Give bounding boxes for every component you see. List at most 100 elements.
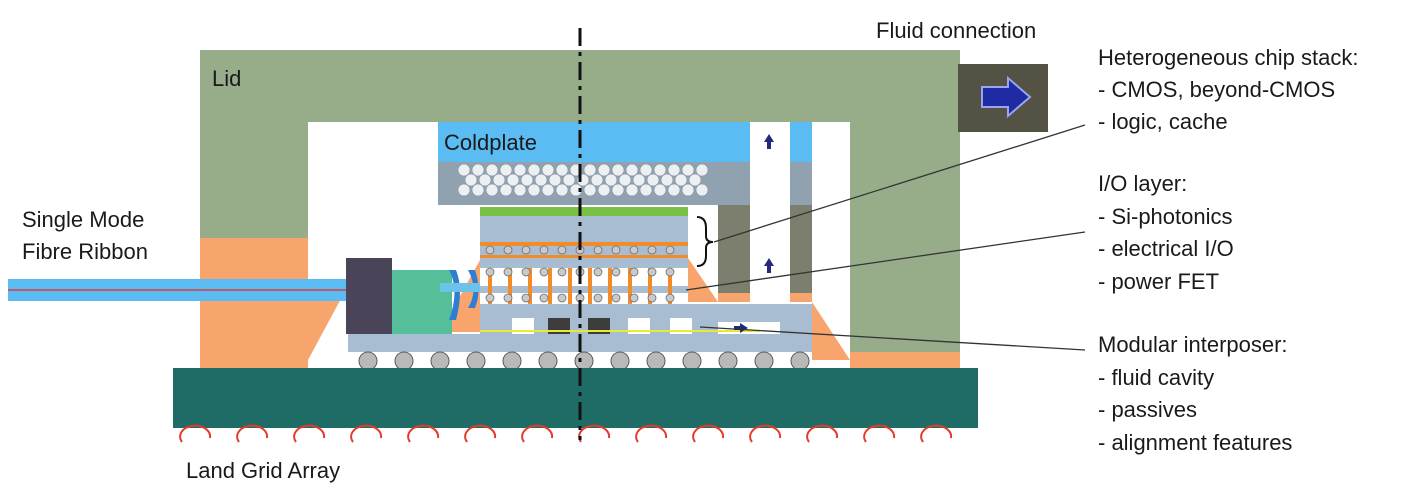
pore xyxy=(527,183,541,197)
micro-bump xyxy=(539,293,549,303)
fluid-connection-label: Fluid connection xyxy=(876,18,1036,43)
pore xyxy=(681,163,695,177)
pore xyxy=(562,173,576,187)
interposer-top xyxy=(480,304,812,314)
thermal-fill-lid-right xyxy=(850,352,960,368)
heat-spreader-pores xyxy=(457,163,709,197)
chip-bond-line-1 xyxy=(480,242,688,246)
pore xyxy=(695,163,709,177)
lga-contact xyxy=(464,424,497,443)
land-grid-array-label: Land Grid Array xyxy=(186,458,340,483)
micro-bump xyxy=(611,245,621,255)
lga-contact xyxy=(749,424,782,443)
micro-bump xyxy=(539,267,549,277)
solder-ball xyxy=(754,351,774,371)
pore xyxy=(492,173,506,187)
micro-bump xyxy=(629,245,639,255)
pore xyxy=(611,163,625,177)
pore xyxy=(485,183,499,197)
micro-bump xyxy=(557,293,567,303)
chip-stack-item: - logic, cache xyxy=(1098,109,1228,134)
substrate xyxy=(173,368,978,428)
interposer-title: Modular interposer: xyxy=(1098,332,1288,357)
lga-contact xyxy=(236,424,269,443)
pore xyxy=(604,173,618,187)
chip-stack-brace xyxy=(696,216,714,267)
interposer-item: - passives xyxy=(1098,397,1197,422)
pore xyxy=(513,183,527,197)
fibre-label-line1: Single Mode xyxy=(22,207,144,232)
thermal-fill-pad-2 xyxy=(790,293,812,302)
io-layer-item: - Si-photonics xyxy=(1098,204,1233,229)
pore xyxy=(583,163,597,177)
leader-chip-stack xyxy=(713,124,1086,243)
micro-bump xyxy=(557,245,567,255)
pore xyxy=(457,183,471,197)
lga-contact xyxy=(407,424,440,443)
flow-arrow-up-1 xyxy=(764,134,774,149)
flow-arrow-up-2 xyxy=(764,258,774,273)
fluid-channel-right xyxy=(790,205,812,293)
lga-contact xyxy=(350,424,383,443)
pore xyxy=(464,173,478,187)
pore xyxy=(457,163,471,177)
connector-pillar xyxy=(588,268,592,304)
fluid-channel-left xyxy=(718,205,750,293)
pore xyxy=(534,173,548,187)
micro-bump xyxy=(521,293,531,303)
leader-io-layer xyxy=(685,231,1086,291)
micro-bump xyxy=(611,267,621,277)
pore xyxy=(618,173,632,187)
lga-contact xyxy=(863,424,896,443)
pore xyxy=(653,183,667,197)
connector-pillar xyxy=(548,268,552,304)
micro-bump xyxy=(647,245,657,255)
pore xyxy=(660,173,674,187)
connector-pillar xyxy=(568,268,572,304)
coldplate xyxy=(438,122,750,162)
leader-interposer xyxy=(699,326,1086,351)
micro-bump xyxy=(593,293,603,303)
lens-mount xyxy=(440,283,480,292)
chip-layer-3 xyxy=(480,258,688,268)
micro-bump xyxy=(665,267,675,277)
micro-bump xyxy=(665,245,675,255)
connector-pillar xyxy=(628,268,632,304)
micro-bump xyxy=(503,293,513,303)
lga-contact xyxy=(293,424,326,443)
solder-ball xyxy=(502,351,522,371)
pore xyxy=(639,163,653,177)
micro-bump xyxy=(557,267,567,277)
lid-label: Lid xyxy=(212,66,241,91)
lga-contacts xyxy=(179,424,953,443)
solder-ball xyxy=(718,351,738,371)
io-layer-item: - electrical I/O xyxy=(1098,236,1234,261)
fibre-connector xyxy=(346,258,392,334)
connector-pillar xyxy=(488,268,492,304)
optical-coupler xyxy=(392,270,452,334)
solder-ball xyxy=(646,351,666,371)
fluid-port-arrow xyxy=(981,75,1032,119)
micro-bump xyxy=(485,245,495,255)
heat-spreader-foot xyxy=(438,198,750,205)
pore xyxy=(541,163,555,177)
solder-ball xyxy=(358,351,378,371)
chip-stack-title: Heterogeneous chip stack: xyxy=(1098,45,1359,70)
micro-bump xyxy=(485,267,495,277)
lga-contact xyxy=(920,424,953,443)
pore xyxy=(471,163,485,177)
solder-ball xyxy=(682,351,702,371)
pore xyxy=(688,173,702,187)
pore xyxy=(506,173,520,187)
chip-stack-item: - CMOS, beyond-CMOS xyxy=(1098,77,1335,102)
micro-bump xyxy=(503,267,513,277)
pore xyxy=(499,183,513,197)
micro-bump xyxy=(485,293,495,303)
micro-bump xyxy=(539,245,549,255)
pore xyxy=(590,173,604,187)
lens-left xyxy=(449,270,460,320)
flow-arrow-right xyxy=(734,323,748,333)
pore xyxy=(639,183,653,197)
pore xyxy=(667,183,681,197)
chip-green-layer xyxy=(480,207,688,216)
